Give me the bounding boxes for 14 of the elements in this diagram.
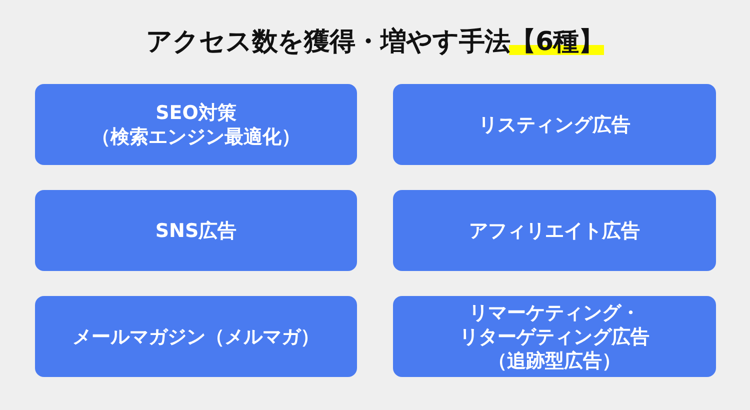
method-box [35, 84, 357, 165]
box-label: リスティング広告 [478, 112, 630, 136]
method-box [393, 84, 716, 165]
box-label: （検索エンジン最適化） [92, 124, 300, 148]
method-box [35, 296, 357, 377]
box-label: アフィリエイト広告 [469, 218, 640, 242]
box-label: リマーケティング・リターゲティング広告 [458, 300, 650, 348]
box-label: SNS広告 [155, 218, 237, 242]
method-box [393, 296, 716, 377]
method-box [35, 190, 357, 271]
box-label: メールマガジン（メルマガ） [72, 324, 320, 348]
box-label: （追跡型広告） [488, 348, 621, 372]
method-box [393, 190, 716, 271]
box-label: SEO対策 [156, 100, 236, 124]
